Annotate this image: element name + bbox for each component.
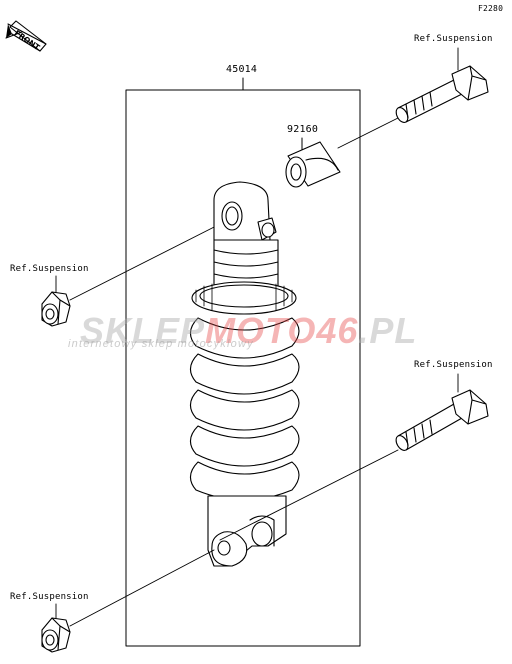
part-number-45014: 45014 (226, 64, 258, 75)
watermark-brand: SKLEPMOTO46.PL (80, 310, 418, 351)
nut-upper-left (41, 291, 71, 327)
front-arrow-icon: FRONT (5, 20, 47, 53)
callout-ref-suspension-right-lower[interactable]: Ref.Suspension (414, 360, 493, 370)
shock-assembly-frame (125, 89, 361, 647)
callout-ref-suspension-left-lower[interactable]: Ref.Suspension (10, 592, 89, 602)
part-number-92160: 92160 (287, 124, 319, 135)
watermark-tagline: internetowy sklep motocyklowy (68, 338, 254, 350)
callout-ref-suspension-left-upper[interactable]: Ref.Suspension (10, 264, 89, 274)
diagram-code: F2280 (478, 4, 504, 13)
upper-bolt (395, 65, 489, 123)
lower-bolt (395, 389, 489, 451)
bushing-92160 (285, 141, 341, 188)
callout-ref-suspension-top-right[interactable]: Ref.Suspension (414, 34, 493, 44)
shock-absorber-45014 (189, 181, 300, 567)
nut-lower-left (41, 617, 71, 653)
